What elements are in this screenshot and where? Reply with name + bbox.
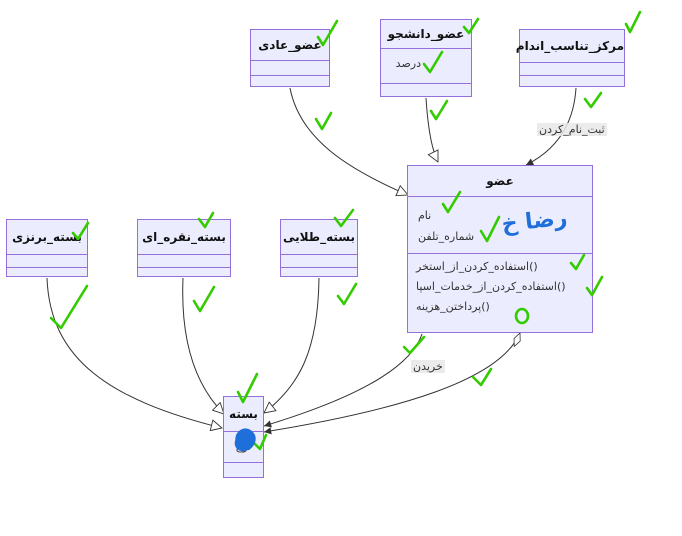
inheritance-gold-to-package	[264, 277, 320, 413]
inheritance-bronze-to-package	[46, 277, 222, 428]
class-title: عضو	[486, 174, 514, 188]
class-title: عضو_دانشجو	[387, 27, 465, 41]
class-title: مرکز_تناسب_اندام	[515, 39, 624, 53]
association-member-buys-package	[263, 333, 423, 428]
attribute-name: نام	[418, 209, 432, 222]
class-title: عضو_عادی	[258, 38, 322, 52]
class-package[interactable]: بسته نوع	[223, 396, 264, 478]
inheritance-student-to-member	[425, 97, 438, 162]
class-fitness-center[interactable]: مرکز_تناسب_اندام	[515, 29, 625, 87]
class-regular-member[interactable]: عضو_عادی	[250, 29, 330, 87]
attribute-type: نوع	[235, 440, 252, 453]
class-title: بسته_طلایی	[283, 230, 355, 244]
edge-label-register: ثبت_نام_کردن	[537, 123, 607, 136]
class-gold-package[interactable]: بسته_طلایی	[280, 219, 358, 277]
method-use-spa: ()استفاده_کردن_از_خدمات_اسپا	[416, 280, 566, 293]
class-bronze-package[interactable]: بسته_برنزی	[6, 219, 88, 277]
attribute-phone: شماره_تلفن	[418, 230, 475, 243]
method-pay-fee: ()پرداختن_هزینه	[416, 300, 490, 313]
class-title: بسته_نقره_ای	[142, 230, 226, 244]
class-member[interactable]: عضو نام شماره_تلفن ()استفاده_کردن_از_است…	[407, 165, 593, 333]
method-use-pool: ()استفاده_کردن_از_استخر	[416, 260, 538, 273]
class-silver-package[interactable]: بسته_نقره_ای	[137, 219, 231, 277]
class-student-member[interactable]: عضو_دانشجو درصد	[380, 19, 472, 97]
inheritance-regular-to-member	[289, 87, 408, 195]
class-title: بسته	[229, 407, 258, 421]
attribute-percent: درصد	[395, 57, 421, 70]
aggregation-member-package	[263, 333, 520, 432]
class-title: بسته_برنزی	[12, 230, 82, 244]
edge-label-buy: خریدن	[411, 360, 445, 373]
inheritance-silver-to-package	[182, 277, 224, 414]
